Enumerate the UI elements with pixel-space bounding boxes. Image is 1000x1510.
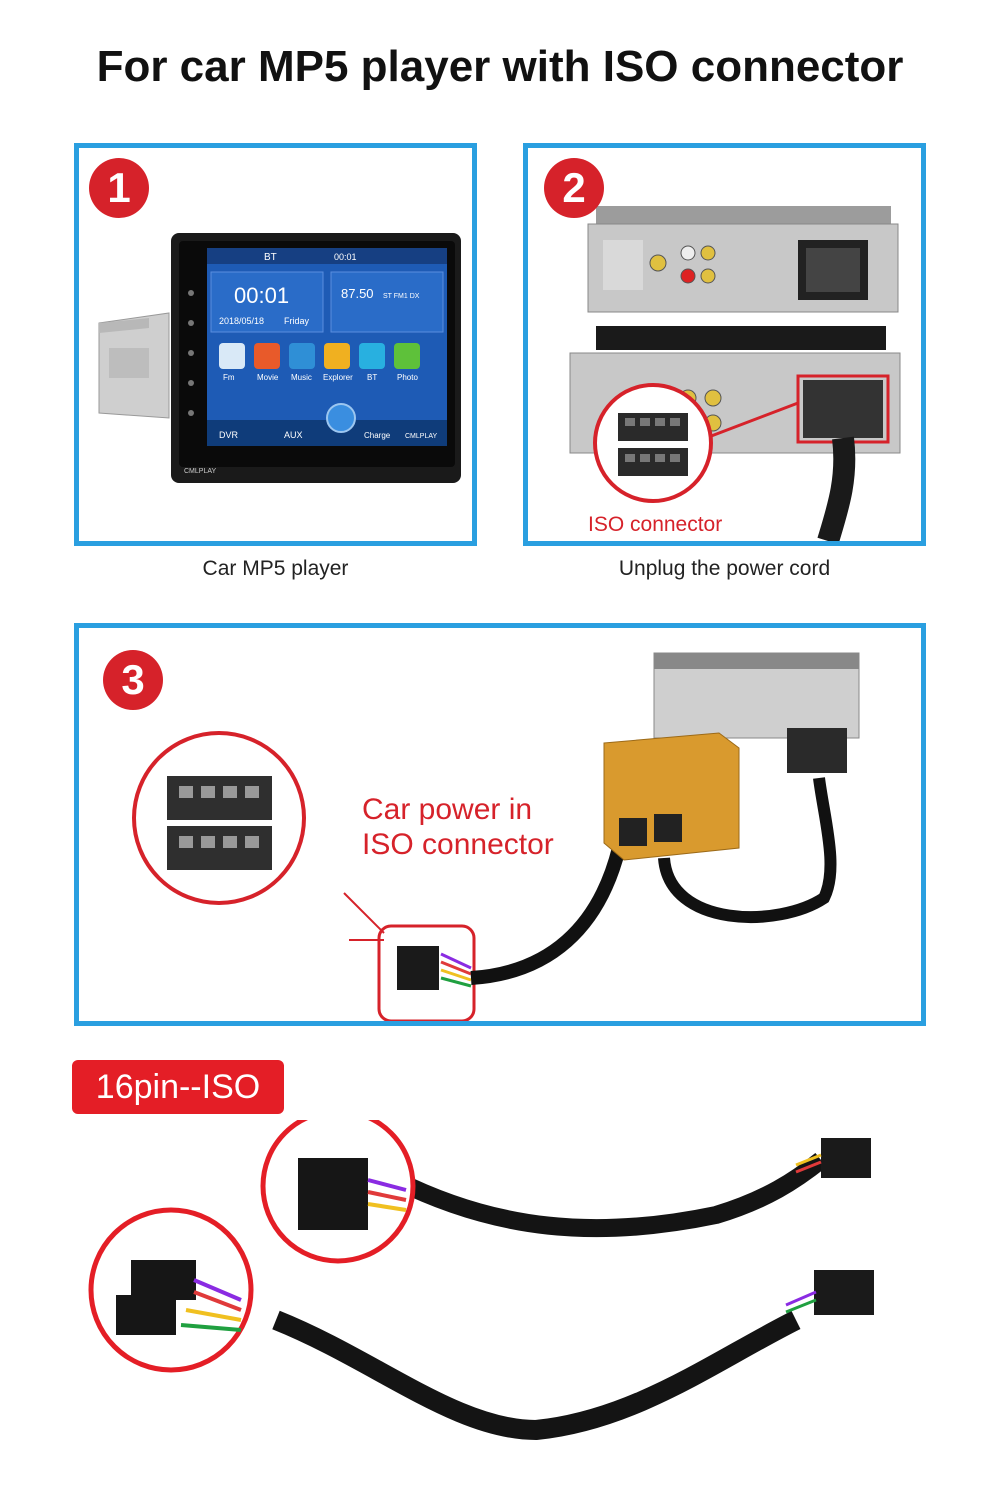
app-movie: Movie [257,373,279,382]
iso-connector-callout: ISO connector [588,513,723,536]
connection-diagram-image [132,652,860,1021]
step-1-caption: Car MP5 player [202,557,349,580]
step-3-panel: 3 Car power in ISO conn [74,623,926,1026]
mp5-player-image: BT 00:01 00:01 2018/05/18 Friday 87.50 S… [98,233,461,483]
screen-band: ST FM1 DX [383,293,420,300]
car-power-callout-line2: ISO connector [362,828,554,861]
app-music: Music [291,373,312,382]
cable-image [88,1120,874,1441]
screen-date: 2018/05/18 [219,316,264,326]
step-1-panel: 1 BT 00:01 00:01 2018/05/18 Friday 87.50… [74,143,477,546]
screen-day: Friday [284,316,310,326]
btn-cmlplay: CMLPLAY [405,433,437,440]
brand-label: CMLPLAY [184,468,216,475]
unplug-image [569,206,901,541]
step-2-panel: 2 ISO connector [523,143,926,546]
app-bt: BT [367,373,377,382]
step-3-badge: 3 [103,650,163,710]
screen-time: 00:01 [234,283,289,308]
step-1-badge: 1 [89,158,149,218]
btn-dvr: DVR [219,430,239,440]
car-power-callout-line1: Car power in [362,793,533,826]
btn-charge: Charge [364,431,391,440]
svg-text:BT: BT [264,252,277,263]
btn-aux: AUX [284,430,303,440]
app-explorer: Explorer [323,373,353,382]
cable-type-label: 16pin--ISO [72,1060,284,1114]
app-photo: Photo [397,373,418,382]
status-time: 00:01 [334,252,357,262]
page-title: For car MP5 player with ISO connector [96,42,904,91]
step-2-caption: Unplug the power cord [618,557,831,580]
screen-freq: 87.50 [341,286,374,301]
step-2-badge: 2 [544,158,604,218]
app-fm: Fm [223,373,235,382]
